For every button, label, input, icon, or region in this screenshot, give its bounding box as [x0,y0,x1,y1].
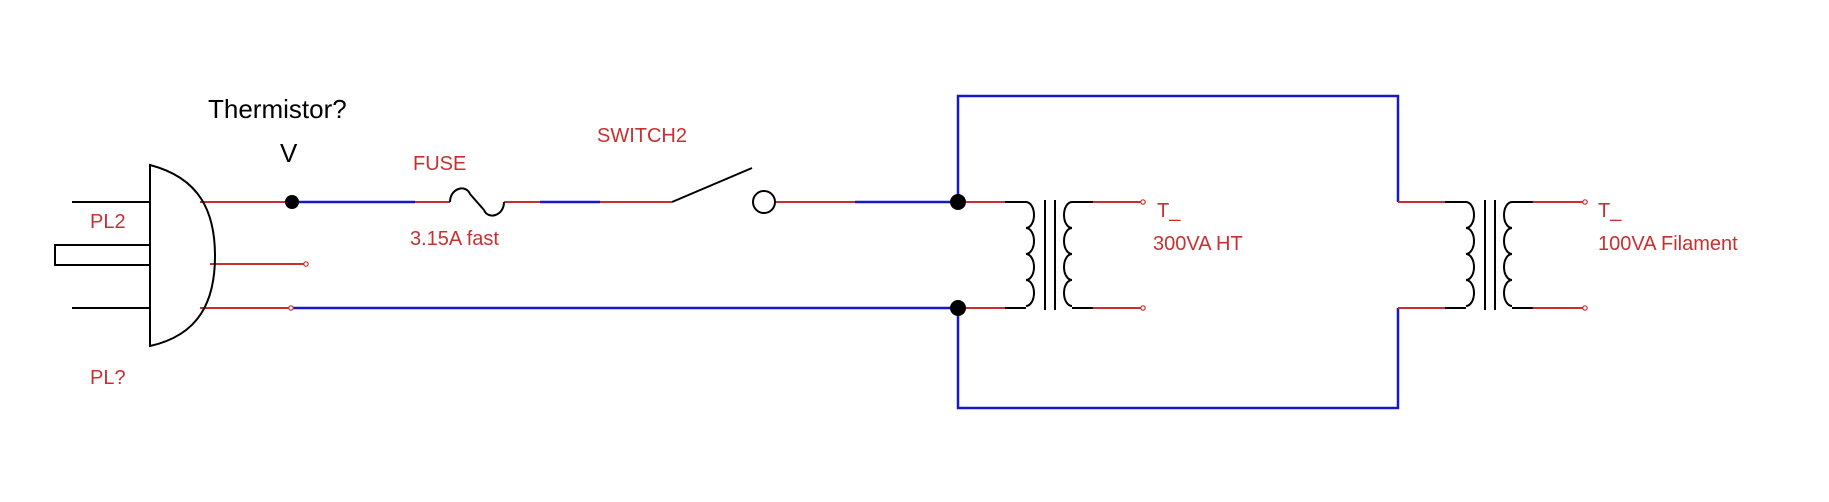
plug-earth-pin [54,244,151,266]
plug-body [149,163,217,348]
pin-marker [1582,199,1588,205]
pin-marker [288,305,294,311]
pin-marker [1140,199,1146,205]
thermistor-node [285,195,299,209]
t1-description-label: 300VA HT [1153,233,1243,255]
t1-primary-winding [1025,201,1035,307]
t2-primary-winding [1465,201,1475,307]
pin-markers [288,199,1588,311]
fuse-rating-label: 3.15A fast [410,228,499,250]
switch-blade [671,167,753,203]
plug-top-label: PL2 [90,211,126,233]
transformer-300va-symbol [1005,200,1093,310]
pin-marker [303,261,309,267]
fuse-label: FUSE [413,153,466,175]
wire-top-loop [956,94,1400,202]
junction-bottom [950,300,966,316]
t2-description-label: 100VA Filament [1598,233,1738,255]
t1-reference-label: T_ [1157,200,1181,222]
junctions [285,194,966,316]
t2-secondary-winding [1503,201,1513,307]
thermistor-marker: V [280,138,298,168]
wires-red [200,201,1585,309]
junction-top [950,194,966,210]
wires-blue [290,94,1400,410]
switch-symbol [671,167,776,214]
switch-contact [752,190,776,214]
t1-secondary-winding [1063,201,1073,307]
mains-plug-symbol [54,163,217,348]
fuse-symbol [449,187,505,217]
wire-bottom-loop [956,308,1400,410]
switch-label: SWITCH2 [597,125,687,147]
t2-reference-label: T_ [1598,200,1622,222]
pin-marker [1582,305,1588,311]
pin-marker [1140,305,1146,311]
plug-bottom-label: PL? [90,367,126,389]
transformer-100va-symbol [1445,200,1533,310]
thermistor-label: Thermistor? [208,94,347,124]
